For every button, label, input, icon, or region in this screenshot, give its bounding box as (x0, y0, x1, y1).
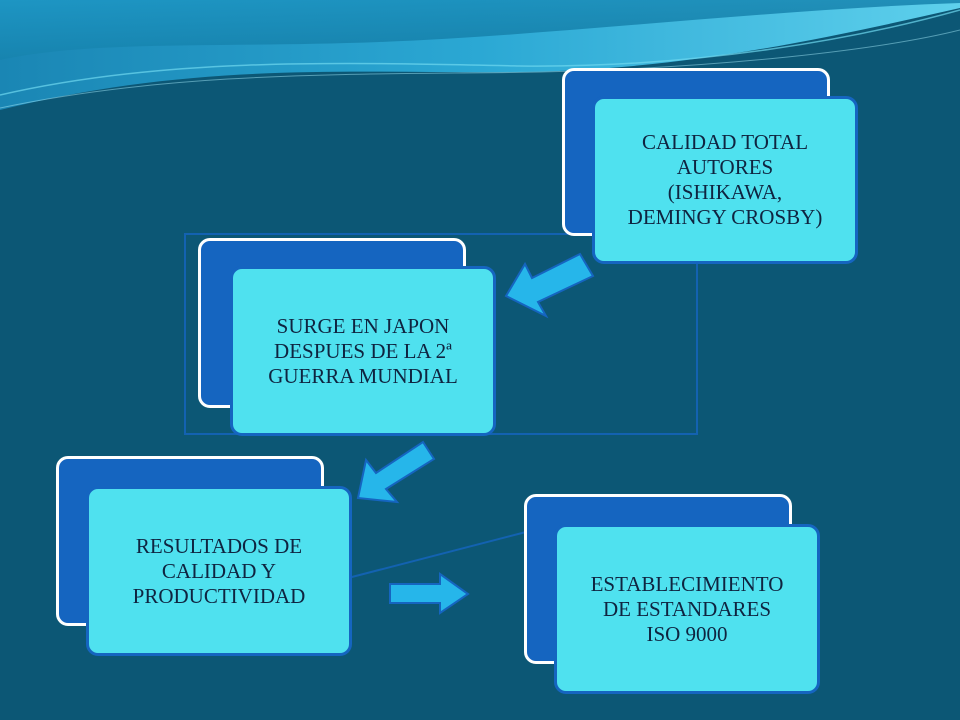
box-resultados-line-1: RESULTADOS DE (135, 533, 303, 558)
box-surge-japon-line-2: DESPUES DE LA 2ª (274, 338, 452, 363)
box-establecimiento: ESTABLECIMIENTO DE ESTANDARES ISO 9000 (554, 524, 820, 694)
box-resultados: RESULTADOS DE CALIDAD Y PRODUCTIVIDAD (86, 486, 352, 656)
box-calidad-total-line-2: AUTORES (676, 155, 774, 179)
box-surge-japon: SURGE EN JAPON DESPUES DE LA 2ª GUERRA M… (230, 266, 496, 436)
box-calidad-total-line-4: DEMINGY CROSBY) (627, 205, 823, 229)
box-establecimiento-line-3: ISO 9000 (646, 621, 728, 646)
box-surge-japon-line-3: GUERRA MUNDIAL (268, 363, 458, 388)
box-calidad-total: CALIDAD TOTAL AUTORES (ISHIKAWA, DEMINGY… (592, 96, 858, 264)
box-calidad-total-line-3: (ISHIKAWA, (667, 180, 783, 204)
box-establecimiento-line-2: DE ESTANDARES (602, 596, 772, 621)
box-resultados-line-2: CALIDAD Y (161, 558, 277, 583)
box-resultados-line-3: PRODUCTIVIDAD (132, 583, 306, 608)
box-surge-japon-line-1: SURGE EN JAPON (276, 313, 450, 338)
box-establecimiento-line-1: ESTABLECIMIENTO (590, 571, 784, 596)
box-calidad-total-line-1: CALIDAD TOTAL (641, 130, 809, 154)
